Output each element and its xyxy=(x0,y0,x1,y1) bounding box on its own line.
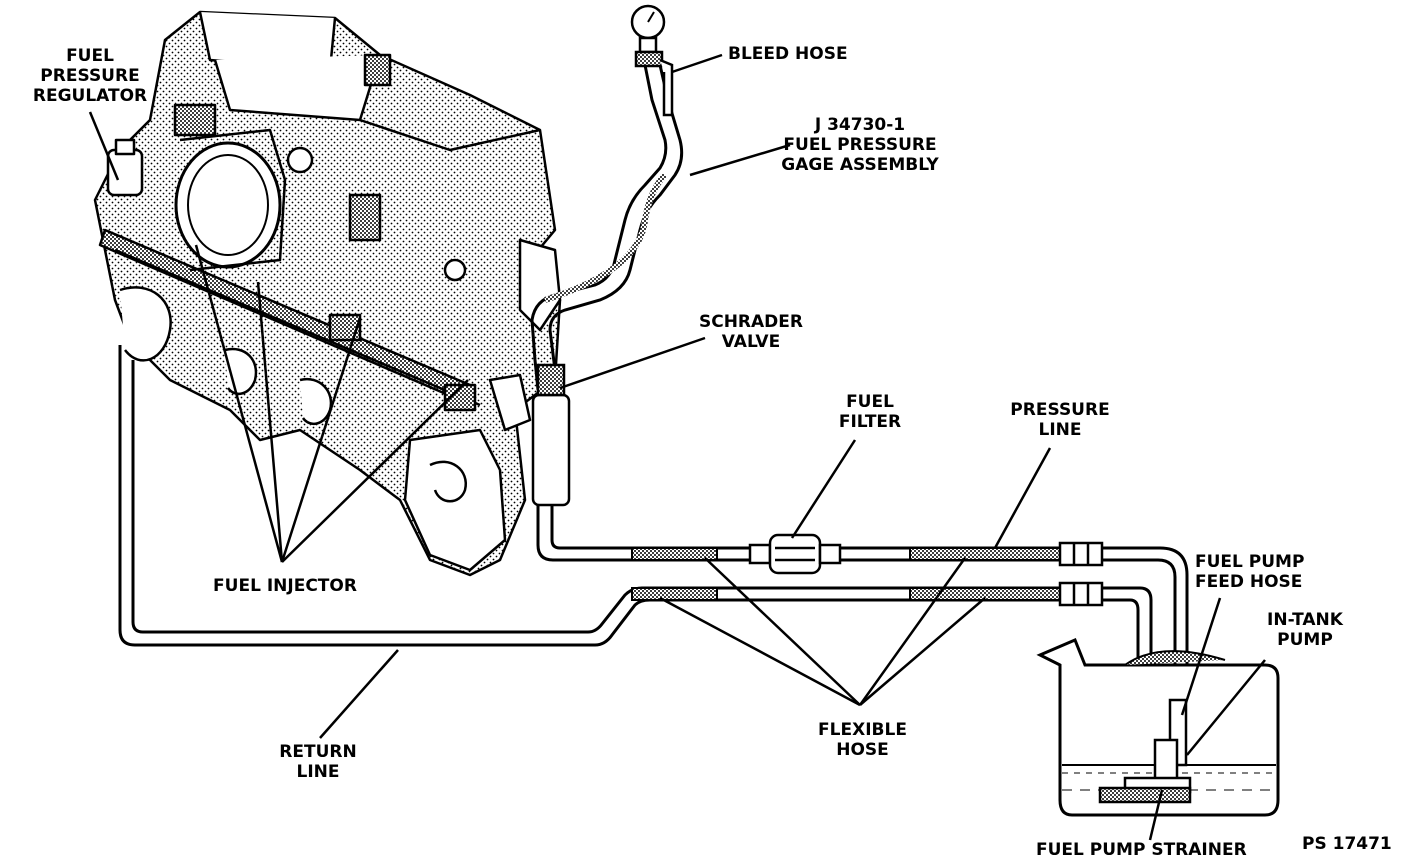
flexible-hose-segments xyxy=(631,547,1061,601)
schrader-valve-label: SCHRADER VALVE xyxy=(698,312,803,352)
line-fittings xyxy=(1058,541,1104,607)
fuel-pump-strainer-label: FUEL PUMP STRAINER xyxy=(1036,840,1247,860)
fuel-injector-label: FUEL INJECTOR xyxy=(213,576,357,596)
gauge-hose xyxy=(530,64,684,391)
schrader-valve-part xyxy=(531,363,571,507)
flexible-hose-label: FLEXIBLE HOSE xyxy=(818,720,907,760)
figure-id-label: PS 17471 xyxy=(1302,834,1392,854)
pressure-line-label: PRESSURE LINE xyxy=(1010,400,1110,440)
engine-block xyxy=(93,10,562,577)
bleed-hose-label: BLEED HOSE xyxy=(728,44,848,64)
fuel-pump-feed-hose-label: FUEL PUMP FEED HOSE xyxy=(1195,552,1305,592)
return-line-tube xyxy=(118,345,1153,660)
return-line-label: RETURN LINE xyxy=(279,742,357,782)
leader-lines xyxy=(88,53,1266,841)
fuel-filter-label: FUEL FILTER xyxy=(838,392,902,432)
fuel-tank xyxy=(1036,638,1280,817)
fuel-pressure-regulator-label: FUEL PRESSURE REGULATOR xyxy=(32,46,148,106)
fuel-filter-part xyxy=(748,533,842,575)
in-tank-pump-part xyxy=(1098,698,1192,804)
pressure-line-tube xyxy=(536,505,1189,740)
pressure-gauge xyxy=(630,4,674,117)
in-tank-pump-label: IN-TANK PUMP xyxy=(1267,610,1343,650)
gage-assembly-label: J 34730-1 FUEL PRESSURE GAGE ASSEMBLY xyxy=(781,115,939,175)
